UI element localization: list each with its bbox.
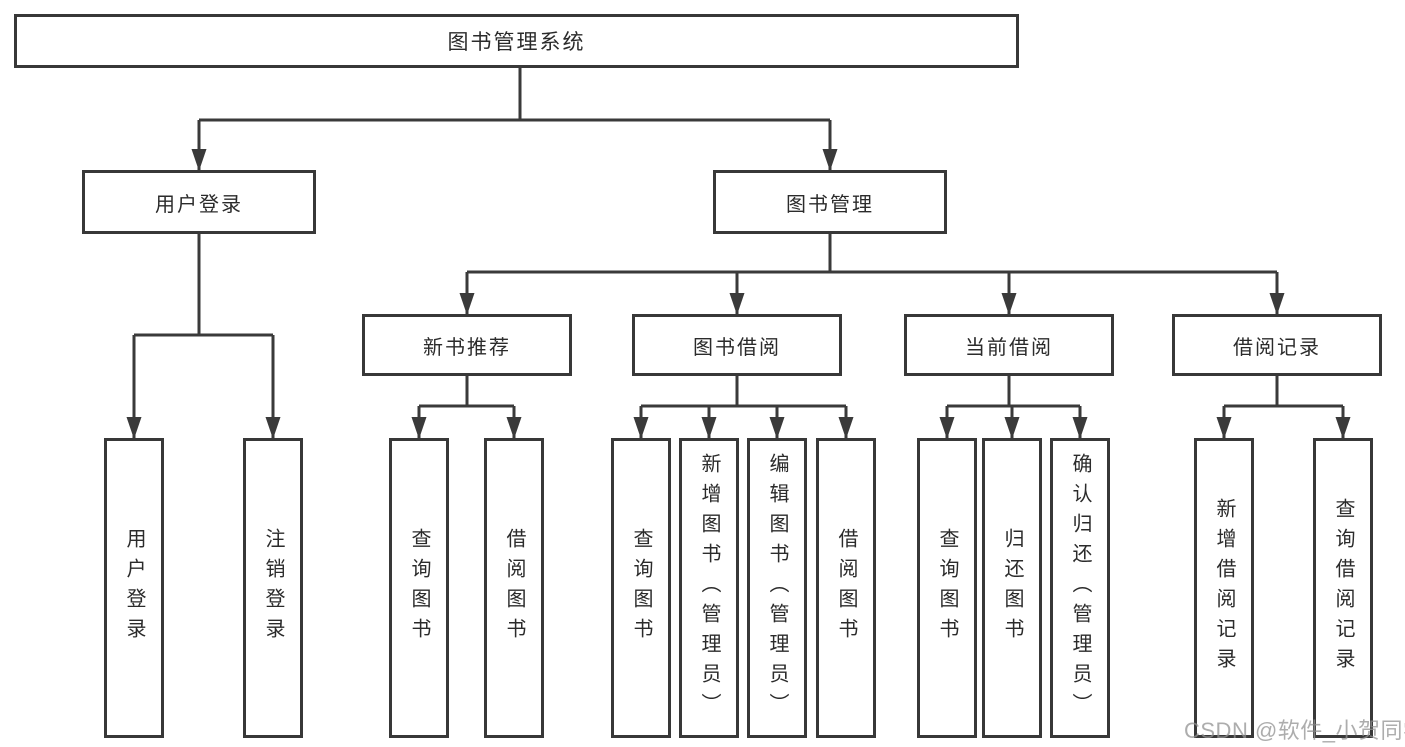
leaf-borrow-books-2: 借阅图书 xyxy=(816,438,876,738)
node-book-management: 图书管理 xyxy=(713,170,947,234)
node-new-book-recommendation: 新书推荐 xyxy=(362,314,572,376)
leaf-query-books-2: 查询图书 xyxy=(611,438,671,738)
leaf-borrow-books-1: 借阅图书 xyxy=(484,438,544,738)
leaf-edit-book-admin-label: 编辑图书（管理员） xyxy=(766,453,788,723)
leaf-borrow-books-2-label: 借阅图书 xyxy=(835,528,857,648)
leaf-query-borrow-record: 查询借阅记录 xyxy=(1313,438,1373,738)
leaf-user-login: 用户登录 xyxy=(104,438,164,738)
leaf-confirm-return-admin: 确认归还（管理员） xyxy=(1050,438,1110,738)
leaf-add-borrow-record-label: 新增借阅记录 xyxy=(1213,498,1235,678)
leaf-logout: 注销登录 xyxy=(243,438,303,738)
leaf-query-books-1-label: 查询图书 xyxy=(408,528,430,648)
node-library-management-system: 图书管理系统 xyxy=(14,14,1019,68)
leaf-confirm-return-admin-label: 确认归还（管理员） xyxy=(1069,453,1091,723)
node-current-borrowing: 当前借阅 xyxy=(904,314,1114,376)
leaf-add-borrow-record: 新增借阅记录 xyxy=(1194,438,1254,738)
leaf-query-borrow-record-label: 查询借阅记录 xyxy=(1332,498,1354,678)
leaf-borrow-books-1-label: 借阅图书 xyxy=(503,528,525,648)
watermark-csdn: CSDN @软件_小贺同学 xyxy=(1184,718,1405,743)
leaf-return-books-label: 归还图书 xyxy=(1001,528,1023,648)
leaf-add-book-admin-label: 新增图书（管理员） xyxy=(698,453,720,723)
leaf-add-book-admin: 新增图书（管理员） xyxy=(679,438,739,738)
leaf-query-books-1: 查询图书 xyxy=(389,438,449,738)
leaf-edit-book-admin: 编辑图书（管理员） xyxy=(747,438,807,738)
leaf-return-books: 归还图书 xyxy=(982,438,1042,738)
node-borrowing-records: 借阅记录 xyxy=(1172,314,1382,376)
node-user-login: 用户登录 xyxy=(82,170,316,234)
node-book-borrowing: 图书借阅 xyxy=(632,314,842,376)
leaf-logout-label: 注销登录 xyxy=(262,528,284,648)
leaf-query-books-3: 查询图书 xyxy=(917,438,977,738)
leaf-query-books-2-label: 查询图书 xyxy=(630,528,652,648)
leaf-user-login-label: 用户登录 xyxy=(123,528,145,648)
connector-trunks xyxy=(134,68,1343,408)
leaf-query-books-3-label: 查询图书 xyxy=(936,528,958,648)
